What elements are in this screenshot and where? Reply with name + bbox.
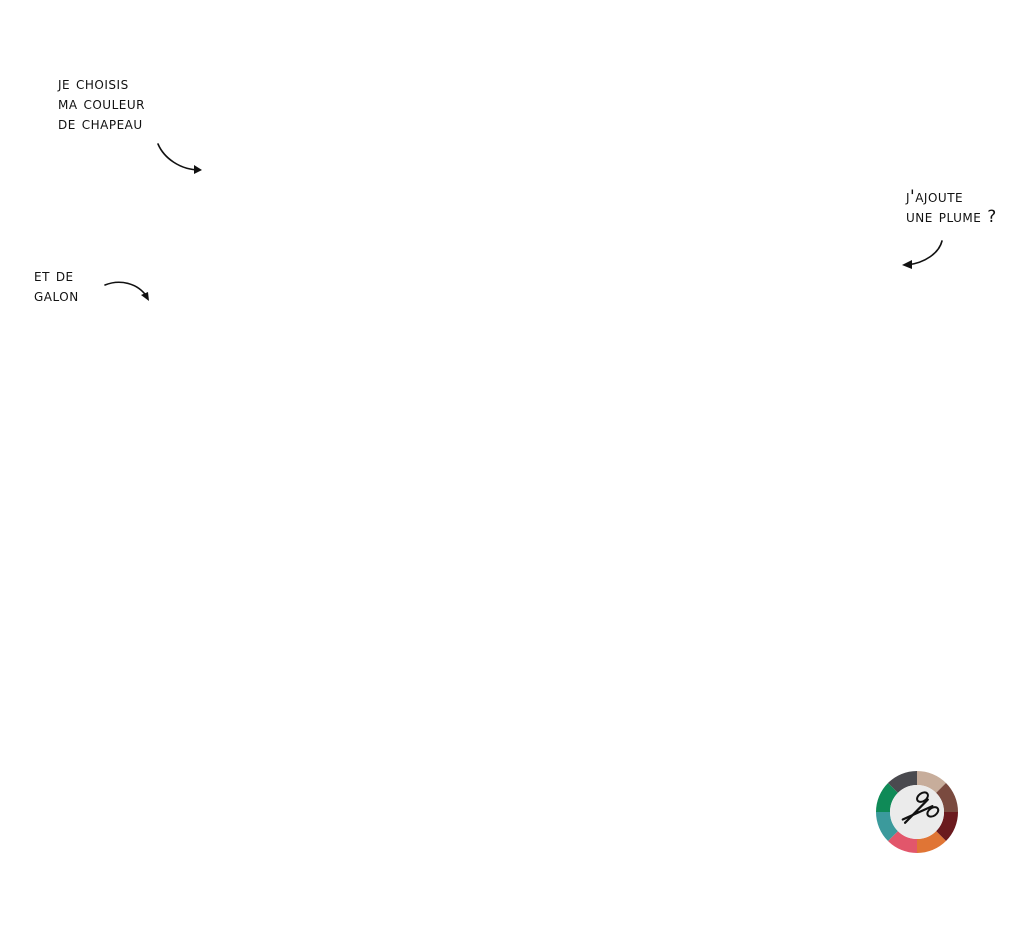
curved-arrow-icon [902,240,943,269]
color-wheel-button[interactable] [875,770,959,854]
color-wheel[interactable] [875,770,959,854]
annotation-hat-color-line-2: ma couleur [58,94,145,114]
annotation-feather-line-2: une plume ? [906,207,997,227]
annotation-hat-color-line-3: de chapeau [58,114,143,134]
scissors-icon [901,791,940,824]
color-segment[interactable] [917,771,946,793]
curved-arrow-icon [157,143,202,174]
annotation-hat-color: je choisis ma couleur de chapeau [58,74,145,134]
color-segment[interactable] [917,831,946,853]
annotation-galon-line-1: et de [34,266,74,286]
curved-arrow-icon [104,281,149,301]
color-segment[interactable] [936,812,958,841]
annotation-galon: et de galon [34,266,79,306]
annotation-feather-line-1: j'ajoute [906,187,964,207]
annotation-galon-line-2: galon [34,286,79,306]
annotation-hat-color-line-1: je choisis [58,74,129,94]
color-segment[interactable] [888,771,917,793]
color-segment[interactable] [936,783,958,812]
color-segment[interactable] [876,812,898,841]
color-segment[interactable] [876,783,898,812]
annotation-feather: j'ajoute une plume ? [906,187,997,227]
color-segment[interactable] [888,831,917,853]
